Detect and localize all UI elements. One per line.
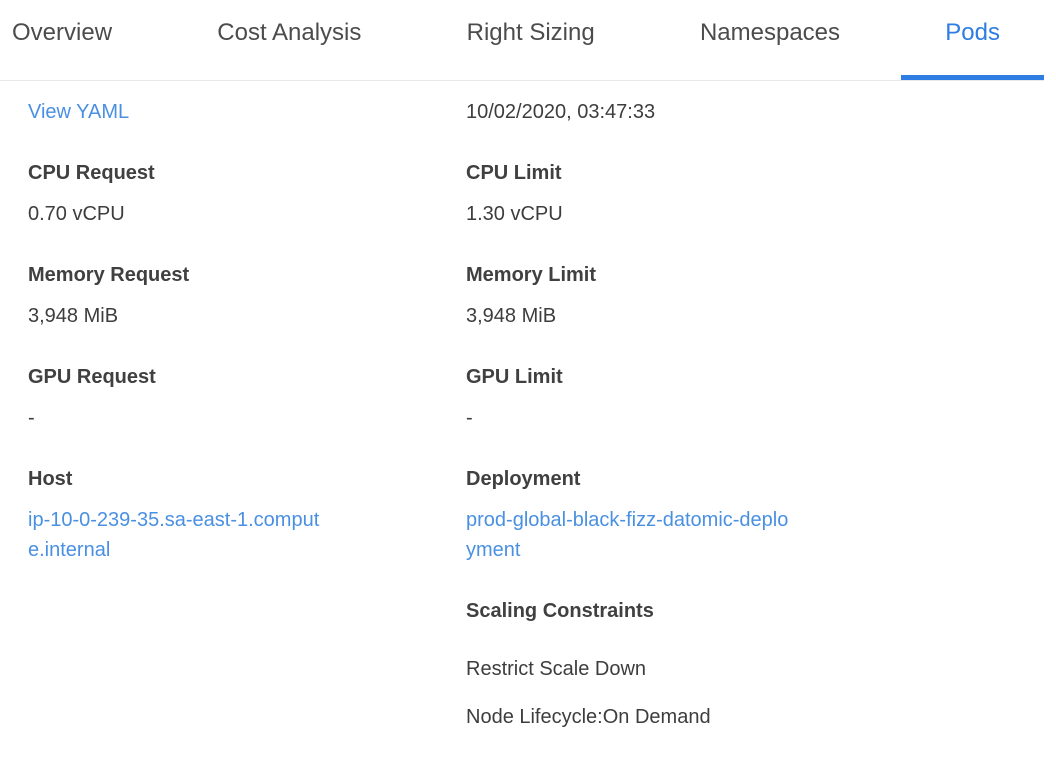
scaling-constraint-item: Restrict Scale Down — [466, 658, 647, 680]
deployment-link[interactable]: prod-global-black-fizz-datomic-deploymen… — [466, 509, 789, 561]
field-group-memory-limit: Memory Limit 3,948 MiB — [466, 263, 1056, 331]
field-group-cpu-limit: CPU Limit 1.30 vCPU — [466, 161, 1056, 229]
tab-namespaces[interactable]: Namespaces — [699, 19, 841, 46]
pod-details-panel: View YAML CPU Request 0.70 vCPU Memory R… — [0, 81, 1056, 729]
field-value: ip-10-0-239-35.sa-east-1.compute.interna… — [28, 505, 466, 565]
field-group-cpu-request: CPU Request 0.70 vCPU — [28, 161, 466, 229]
field-label: GPU Limit — [466, 366, 563, 388]
view-yaml-link[interactable]: View YAML — [28, 101, 130, 123]
field-label: CPU Request — [28, 162, 155, 184]
tab-pods[interactable]: Pods — [901, 0, 1044, 80]
scaling-constraints-heading: Scaling Constraints — [466, 600, 654, 622]
field-value: - — [466, 407, 473, 429]
field-label: Host — [28, 468, 73, 490]
field-group-gpu-request: GPU Request - — [28, 365, 466, 433]
field-value: 3,948 MiB — [466, 305, 557, 327]
field-value: - — [28, 407, 35, 429]
field-group-host: Host ip-10-0-239-35.sa-east-1.compute.in… — [28, 467, 466, 565]
field-value: 0.70 vCPU — [28, 203, 125, 225]
field-label: GPU Request — [28, 366, 156, 388]
details-right-column: 10/02/2020, 03:47:33 CPU Limit 1.30 vCPU… — [466, 97, 1056, 729]
field-value: prod-global-black-fizz-datomic-deploymen… — [466, 505, 1056, 565]
tab-cost-analysis[interactable]: Cost Analysis — [217, 19, 362, 46]
details-left-column: View YAML CPU Request 0.70 vCPU Memory R… — [28, 97, 466, 729]
field-value: 3,948 MiB — [28, 305, 119, 327]
field-group-memory-request: Memory Request 3,948 MiB — [28, 263, 466, 331]
tab-overview[interactable]: Overview — [12, 19, 113, 46]
field-group-gpu-limit: GPU Limit - — [466, 365, 1056, 433]
field-label: CPU Limit — [466, 162, 562, 184]
tab-bar: Overview Cost Analysis Right Sizing Name… — [0, 0, 1044, 81]
field-label: Memory Limit — [466, 264, 597, 286]
field-value: 1.30 vCPU — [466, 203, 563, 225]
field-label: Deployment — [466, 468, 581, 490]
tab-right-sizing[interactable]: Right Sizing — [466, 19, 595, 46]
scaling-constraint-item: Node Lifecycle:On Demand — [466, 706, 711, 728]
field-group-deployment: Deployment prod-global-black-fizz-datomi… — [466, 467, 1056, 565]
field-label: Memory Request — [28, 264, 190, 286]
host-link[interactable]: ip-10-0-239-35.sa-east-1.compute.interna… — [28, 509, 320, 561]
last-updated-timestamp: 10/02/2020, 03:47:33 — [466, 101, 656, 123]
